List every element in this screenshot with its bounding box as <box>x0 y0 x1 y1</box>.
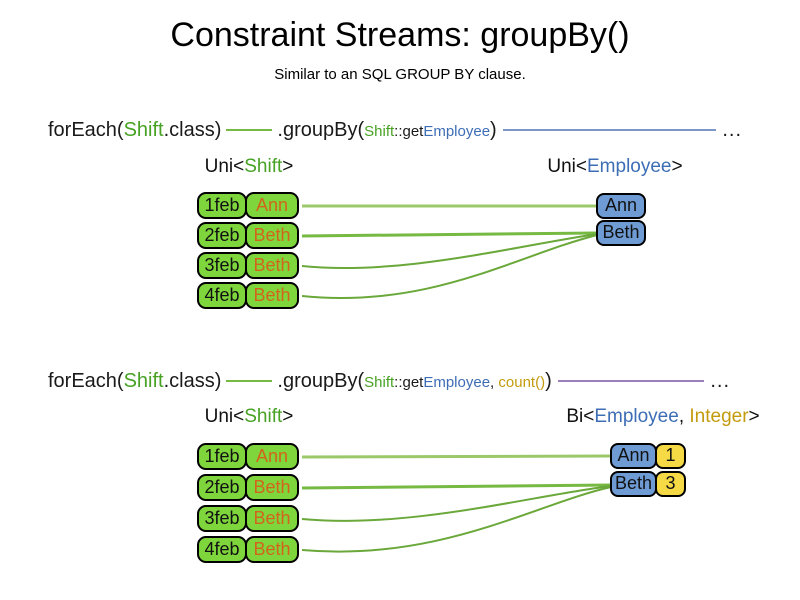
date-cell: 1feb <box>197 192 247 219</box>
connector-d1-row3-to-beth <box>301 233 598 270</box>
group-box-beth-d2: Beth <box>610 471 657 497</box>
date-cell: 3feb <box>197 505 247 532</box>
param-separator: , <box>490 373 499 391</box>
label-type-integer: Integer <box>689 406 749 427</box>
label-open: Uni< <box>547 156 587 177</box>
shift-row-1feb-d2: 1feb Ann <box>197 443 299 470</box>
count-box-ann: 1 <box>655 443 686 469</box>
stream-line-purple <box>557 380 705 382</box>
label-separator: , <box>678 406 690 427</box>
group-box-ann-d1: Ann <box>596 193 646 219</box>
foreach-expression-2: forEach(Shift.class) <box>48 370 221 393</box>
connector-d2-row3-to-beth <box>301 485 612 522</box>
connector-d2-row2-to-beth <box>301 483 612 490</box>
groupby-expression-1: .groupBy(Shift::getEmployee) <box>277 119 496 142</box>
label-open: Uni< <box>204 406 245 427</box>
page-title: Constraint Streams: groupBy() <box>170 16 630 54</box>
param-method-getter: ::get <box>394 373 424 391</box>
foreach-close: .class) <box>163 118 222 141</box>
connector-d2-row4-to-beth <box>301 486 612 553</box>
shift-row-4feb-d1: 4feb Beth <box>197 282 299 309</box>
stream-line-green-1 <box>226 129 273 131</box>
groupby-open: .groupBy( <box>277 369 365 392</box>
date-cell: 4feb <box>197 282 247 309</box>
date-cell: 3feb <box>197 252 247 279</box>
shift-row-3feb-d2: 3feb Beth <box>197 505 299 532</box>
shift-row-1feb-d1: 1feb Ann <box>197 192 299 219</box>
date-cell: 1feb <box>197 443 247 470</box>
stream-line-blue-1 <box>502 129 717 131</box>
label-type-employee: Employee <box>594 406 679 427</box>
ellipsis-2: ... <box>710 369 730 392</box>
connector-d2-row1-to-ann <box>301 454 612 459</box>
employee-cell: Beth <box>245 474 299 501</box>
date-cell: 2feb <box>197 474 247 501</box>
param-method-getter: ::get <box>394 122 424 140</box>
code-line-2: forEach(Shift.class) .groupBy(Shift::get… <box>48 368 730 394</box>
label-open: Uni< <box>204 156 245 177</box>
label-type-employee: Employee <box>587 156 672 177</box>
shift-row-2feb-d1: 2feb Beth <box>197 222 299 249</box>
label-open: Bi< <box>566 406 595 427</box>
groupby-close: ) <box>490 118 497 141</box>
page-subtitle: Similar to an SQL GROUP BY clause. <box>274 66 526 83</box>
count-box-beth: 3 <box>655 471 686 497</box>
foreach-type-shift: Shift <box>123 118 164 141</box>
date-cell: 2feb <box>197 222 247 249</box>
date-cell: 4feb <box>197 536 247 563</box>
employee-cell: Beth <box>245 536 299 563</box>
stream-line-green-2 <box>226 380 273 382</box>
label-bi-employee-integer: Bi<Employee, Integer> <box>563 406 763 428</box>
employee-cell: Ann <box>245 192 299 219</box>
connector-d1-row2-to-beth <box>301 231 598 238</box>
label-close: > <box>671 156 683 177</box>
foreach-expression-1: forEach(Shift.class) <box>48 119 221 142</box>
label-type-shift: Shift <box>244 156 283 177</box>
foreach-open: forEach( <box>48 369 124 392</box>
groupby-expression-2: .groupBy(Shift::getEmployee, count()) <box>277 370 551 393</box>
group-box-ann-d2: Ann <box>610 443 657 469</box>
foreach-open: forEach( <box>48 118 124 141</box>
param-type-employee: Employee <box>423 122 491 140</box>
employee-cell: Beth <box>245 282 299 309</box>
label-uni-shift-2: Uni<Shift> <box>197 406 301 428</box>
ellipsis-1: ... <box>722 118 742 141</box>
code-line-1: forEach(Shift.class) .groupBy(Shift::get… <box>48 117 742 143</box>
employee-cell: Beth <box>245 505 299 532</box>
groupby-open: .groupBy( <box>277 118 365 141</box>
param-class-shift: Shift <box>364 373 395 391</box>
employee-cell: Beth <box>245 252 299 279</box>
groupby-close: ) <box>545 369 552 392</box>
label-type-shift: Shift <box>244 406 283 427</box>
employee-cell: Ann <box>245 443 299 470</box>
shift-row-4feb-d2: 4feb Beth <box>197 536 299 563</box>
shift-row-3feb-d1: 3feb Beth <box>197 252 299 279</box>
label-uni-shift-1: Uni<Shift> <box>197 156 301 178</box>
label-close: > <box>282 406 294 427</box>
group-box-beth-d1: Beth <box>596 220 646 246</box>
foreach-close: .class) <box>163 369 222 392</box>
param-collector-count: count() <box>498 373 546 391</box>
employee-cell: Beth <box>245 222 299 249</box>
connector-d1-row4-to-beth <box>301 234 598 300</box>
shift-row-2feb-d2: 2feb Beth <box>197 474 299 501</box>
label-close: > <box>748 406 760 427</box>
foreach-type-shift: Shift <box>123 369 164 392</box>
param-type-employee: Employee <box>423 373 491 391</box>
label-close: > <box>282 156 294 177</box>
param-class-shift: Shift <box>364 122 395 140</box>
label-uni-employee: Uni<Employee> <box>540 156 690 178</box>
